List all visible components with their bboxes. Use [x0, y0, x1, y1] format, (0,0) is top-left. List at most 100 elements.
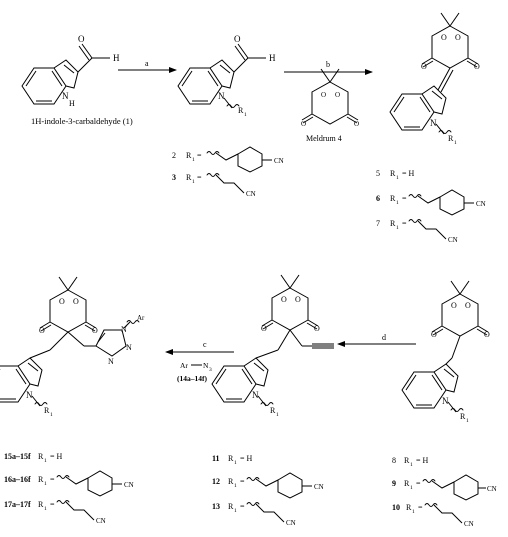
- svg-text:O: O: [441, 33, 447, 42]
- svg-text:R: R: [460, 412, 466, 421]
- compound-15-17-structure: O O O O N N N Ar N R 1: [0, 276, 145, 418]
- compound-11-num: 11: [212, 454, 220, 463]
- svg-text:N: N: [108, 357, 114, 366]
- svg-text:H: H: [269, 53, 276, 63]
- svg-text:O: O: [59, 297, 65, 306]
- svg-text:1: 1: [396, 200, 399, 206]
- svg-text:=: =: [240, 502, 245, 511]
- svg-text:= H: = H: [50, 452, 63, 461]
- svg-text:R: R: [38, 452, 44, 461]
- svg-text:N: N: [442, 396, 449, 406]
- svg-text:1: 1: [396, 175, 399, 181]
- svg-text:R: R: [448, 134, 454, 143]
- svg-text:O: O: [455, 33, 461, 42]
- svg-text:O: O: [92, 326, 98, 335]
- svg-text:1: 1: [276, 412, 279, 418]
- svg-text:CN: CN: [124, 481, 134, 489]
- compound-13-num: 13: [212, 502, 220, 511]
- azide-ar: Ar: [180, 361, 188, 370]
- svg-text:O: O: [474, 62, 480, 71]
- azide-n: N: [203, 361, 209, 370]
- svg-text:1: 1: [44, 506, 47, 512]
- svg-text:O: O: [295, 295, 301, 304]
- svg-text:1: 1: [50, 412, 53, 418]
- svg-text:=: =: [240, 477, 245, 486]
- meldrum-label: Meldrum 4: [306, 134, 342, 143]
- svg-text:O: O: [335, 91, 340, 99]
- svg-text:R: R: [228, 454, 234, 463]
- svg-text:N: N: [121, 325, 127, 334]
- compound-5-num: 5: [376, 169, 380, 178]
- compound-3-num: 3: [172, 173, 176, 182]
- compound-8-10-structure: O O O O N R 1: [401, 280, 490, 424]
- svg-text:=: =: [50, 500, 55, 509]
- svg-text:=: =: [50, 475, 55, 484]
- svg-text:R: R: [390, 169, 396, 178]
- svg-text:1: 1: [410, 485, 413, 491]
- compound-16-num: 16a–16f: [4, 475, 31, 484]
- arrow-d-label: d: [382, 333, 386, 342]
- compound-9-num: 9: [392, 479, 396, 488]
- svg-text:N: N: [26, 390, 33, 400]
- svg-text:R: R: [406, 503, 412, 512]
- svg-text:O: O: [421, 62, 427, 71]
- compound-10-num: 10: [392, 503, 400, 512]
- svg-text:CN: CN: [464, 520, 474, 528]
- arrow-b-label: b: [326, 60, 330, 69]
- svg-text:R: R: [228, 502, 234, 511]
- svg-text:CN: CN: [314, 483, 324, 491]
- svg-text:= H: = H: [240, 454, 253, 463]
- svg-text:O: O: [234, 34, 241, 44]
- svg-text:O: O: [281, 295, 287, 304]
- svg-text:O: O: [431, 330, 437, 339]
- svg-text:R: R: [186, 173, 192, 182]
- svg-text:O: O: [484, 330, 490, 339]
- svg-text:R: R: [404, 456, 410, 465]
- compound-7-num: 7: [376, 219, 380, 228]
- svg-text:R: R: [44, 406, 50, 415]
- svg-text:R: R: [270, 406, 276, 415]
- svg-text:1: 1: [454, 140, 457, 146]
- svg-text:1: 1: [396, 225, 399, 231]
- svg-text:=: =: [402, 194, 407, 203]
- svg-text:R: R: [390, 194, 396, 203]
- svg-text:1: 1: [410, 462, 413, 468]
- svg-text:=: =: [416, 479, 421, 488]
- azide-sub: 3: [209, 367, 212, 373]
- svg-text:O: O: [451, 301, 457, 310]
- arrow-c-label: c: [203, 340, 207, 349]
- svg-text:R: R: [38, 500, 44, 509]
- azide-range: (14a–14f): [177, 374, 207, 383]
- atom-O: O: [78, 34, 85, 44]
- svg-text:=: =: [197, 151, 202, 160]
- svg-text:=: =: [418, 503, 423, 512]
- compound-17-num: 17a–17f: [4, 500, 31, 509]
- atom-H: H: [113, 53, 120, 63]
- compound-1-structure: O H N H: [21, 34, 120, 108]
- compound-15-num: 15a–15f: [4, 452, 31, 461]
- compound-2-num: 2: [172, 151, 176, 160]
- svg-text:Ar: Ar: [137, 314, 145, 322]
- svg-text:R: R: [186, 151, 192, 160]
- svg-text:O: O: [261, 324, 267, 333]
- svg-text:= H: = H: [402, 169, 415, 178]
- svg-text:1: 1: [234, 483, 237, 489]
- svg-text:CN: CN: [448, 236, 458, 244]
- svg-text:R: R: [390, 219, 396, 228]
- compound-5-7-structure: O O O O N R 1: [389, 12, 480, 146]
- svg-text:CN: CN: [274, 157, 284, 165]
- compound-1-name: 1H-indole-3-carbaldehyde (1): [31, 116, 133, 126]
- compound-2-3-structure: O H N R 1: [177, 34, 276, 118]
- svg-text:1: 1: [44, 481, 47, 487]
- svg-text:=: =: [197, 173, 202, 182]
- svg-text:1: 1: [192, 157, 195, 163]
- svg-text:= H: = H: [416, 456, 429, 465]
- svg-text:N: N: [252, 390, 259, 400]
- svg-text:R: R: [38, 475, 44, 484]
- svg-text:R: R: [404, 479, 410, 488]
- svg-text:O: O: [73, 297, 79, 306]
- svg-text:CN: CN: [286, 519, 296, 527]
- svg-text:CN: CN: [476, 200, 486, 208]
- meldrum-reagent: [301, 68, 359, 125]
